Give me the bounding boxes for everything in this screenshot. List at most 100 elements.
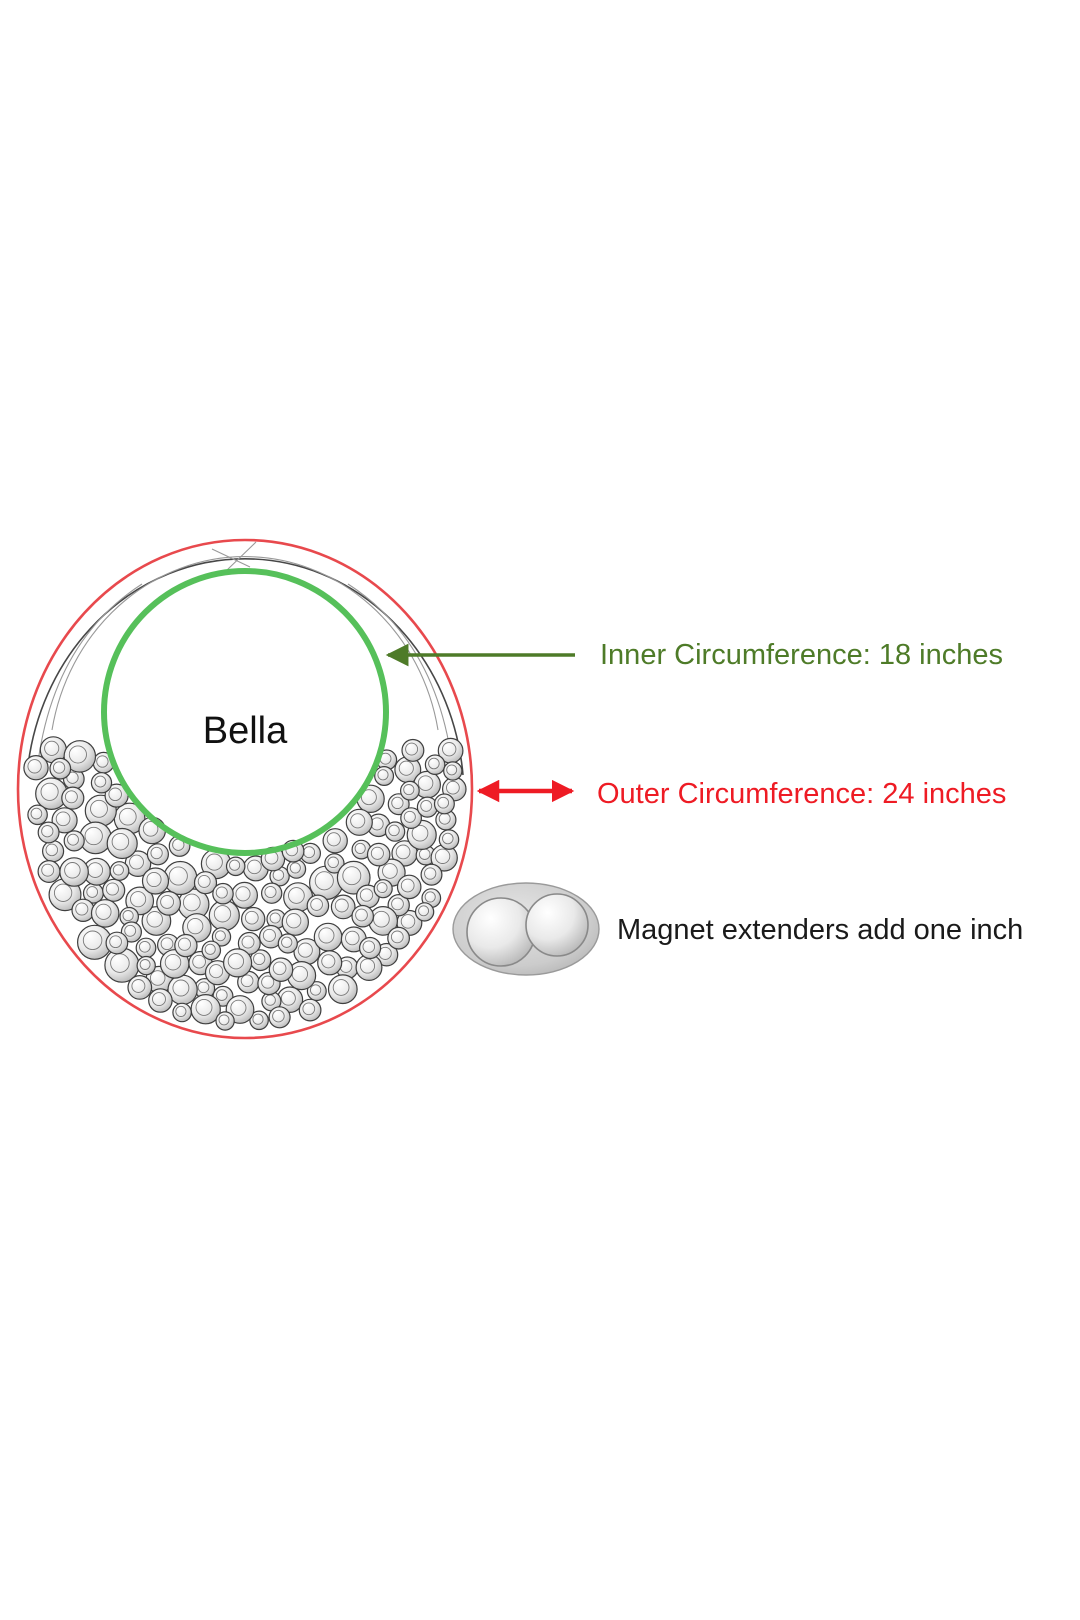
bead-facet (400, 878, 415, 893)
bead (23, 755, 49, 781)
bead-facet (377, 769, 389, 781)
bead (223, 948, 253, 978)
bead-facet (129, 854, 144, 870)
bead-facet (215, 886, 228, 899)
inner-circumference-circle (101, 568, 389, 856)
beads-cluster (23, 736, 467, 1031)
bead-facet (146, 911, 163, 928)
bead-facet (442, 742, 457, 757)
bead-facet (94, 775, 107, 788)
bead (313, 922, 343, 952)
bead-facet (370, 846, 384, 860)
bead-facet (310, 898, 323, 911)
bead-facet (213, 905, 232, 923)
bead-facet (314, 871, 334, 891)
bead-facet (205, 853, 223, 871)
bead-facet (253, 952, 266, 966)
bead-facet (289, 862, 301, 874)
bead-facet (382, 863, 398, 879)
bead (79, 821, 112, 855)
bead-facet (182, 893, 201, 912)
bead (37, 859, 61, 883)
bead-facet (424, 891, 436, 903)
bead (71, 898, 95, 923)
bead-facet (264, 885, 277, 899)
outer-circumference-label: Outer Circumference: 24 inches (597, 778, 1007, 810)
bead-facet (27, 759, 42, 774)
bead-facet (398, 760, 414, 776)
bead-facet (41, 863, 55, 877)
bead (212, 882, 234, 905)
bead (268, 1006, 291, 1029)
bead-facet (446, 780, 460, 795)
bead-facet (209, 964, 224, 979)
bead-facet (146, 871, 162, 888)
bead-facet (418, 905, 430, 917)
bead-facet (354, 842, 366, 854)
bead-facet (218, 1014, 230, 1026)
bead-facet (272, 961, 287, 976)
bead-facet (391, 796, 404, 810)
bead-facet (326, 832, 341, 847)
bead-facet (235, 886, 251, 902)
bead (141, 867, 170, 895)
bead-facet (286, 913, 302, 929)
bead-facet (168, 866, 188, 886)
bead-facet (281, 936, 293, 948)
bead-facet (345, 930, 360, 946)
bead-facet (160, 894, 175, 909)
bead (105, 931, 129, 955)
bead-facet (45, 843, 59, 857)
bead-facet (240, 974, 254, 988)
bead-facet (82, 930, 103, 951)
bead (281, 908, 309, 936)
bead-facet (428, 757, 440, 770)
bead (433, 793, 455, 815)
bead-facet (149, 970, 166, 986)
bead (327, 974, 358, 1005)
bead (59, 857, 89, 887)
bead-facet (362, 940, 376, 953)
bead (322, 828, 348, 854)
necklace-name-label: Bella (202, 710, 288, 752)
bead-facet (359, 958, 376, 974)
magnet-extenders-label: Magnet extenders add one inch (617, 914, 1024, 946)
bead-facet (411, 824, 429, 842)
bead (208, 899, 240, 932)
bead-facet (391, 897, 404, 911)
bead-facet (241, 935, 255, 949)
bead-facet (417, 775, 434, 791)
bead-facet (172, 979, 190, 997)
bead-facet (403, 784, 415, 796)
bead-facet (350, 813, 366, 829)
bead-facet (355, 908, 368, 922)
bead-facet (229, 859, 241, 871)
bead-facet (84, 826, 103, 846)
bead-facet (214, 930, 226, 942)
bead-facet (152, 992, 166, 1007)
bead-facet (262, 928, 276, 942)
bead-facet (112, 864, 124, 876)
bead-facet (138, 940, 151, 953)
bead-facet (437, 796, 450, 809)
bead (268, 957, 294, 982)
bead (387, 926, 411, 950)
bead-facet (288, 887, 305, 904)
bead (231, 881, 259, 909)
bead-facet (111, 832, 130, 851)
bead-facet (197, 981, 210, 994)
bead-facet (64, 790, 78, 804)
bead (351, 904, 374, 928)
bead-facet (177, 937, 192, 951)
bead-facet (64, 862, 81, 879)
bead-facet (269, 912, 281, 924)
bead-facet (215, 989, 228, 1001)
bead-facet (395, 844, 411, 860)
bead-facet (434, 848, 451, 864)
bead-facet (280, 990, 296, 1006)
bead-facet (118, 807, 137, 826)
bead-facet (66, 771, 79, 784)
bead-facet (40, 782, 59, 801)
